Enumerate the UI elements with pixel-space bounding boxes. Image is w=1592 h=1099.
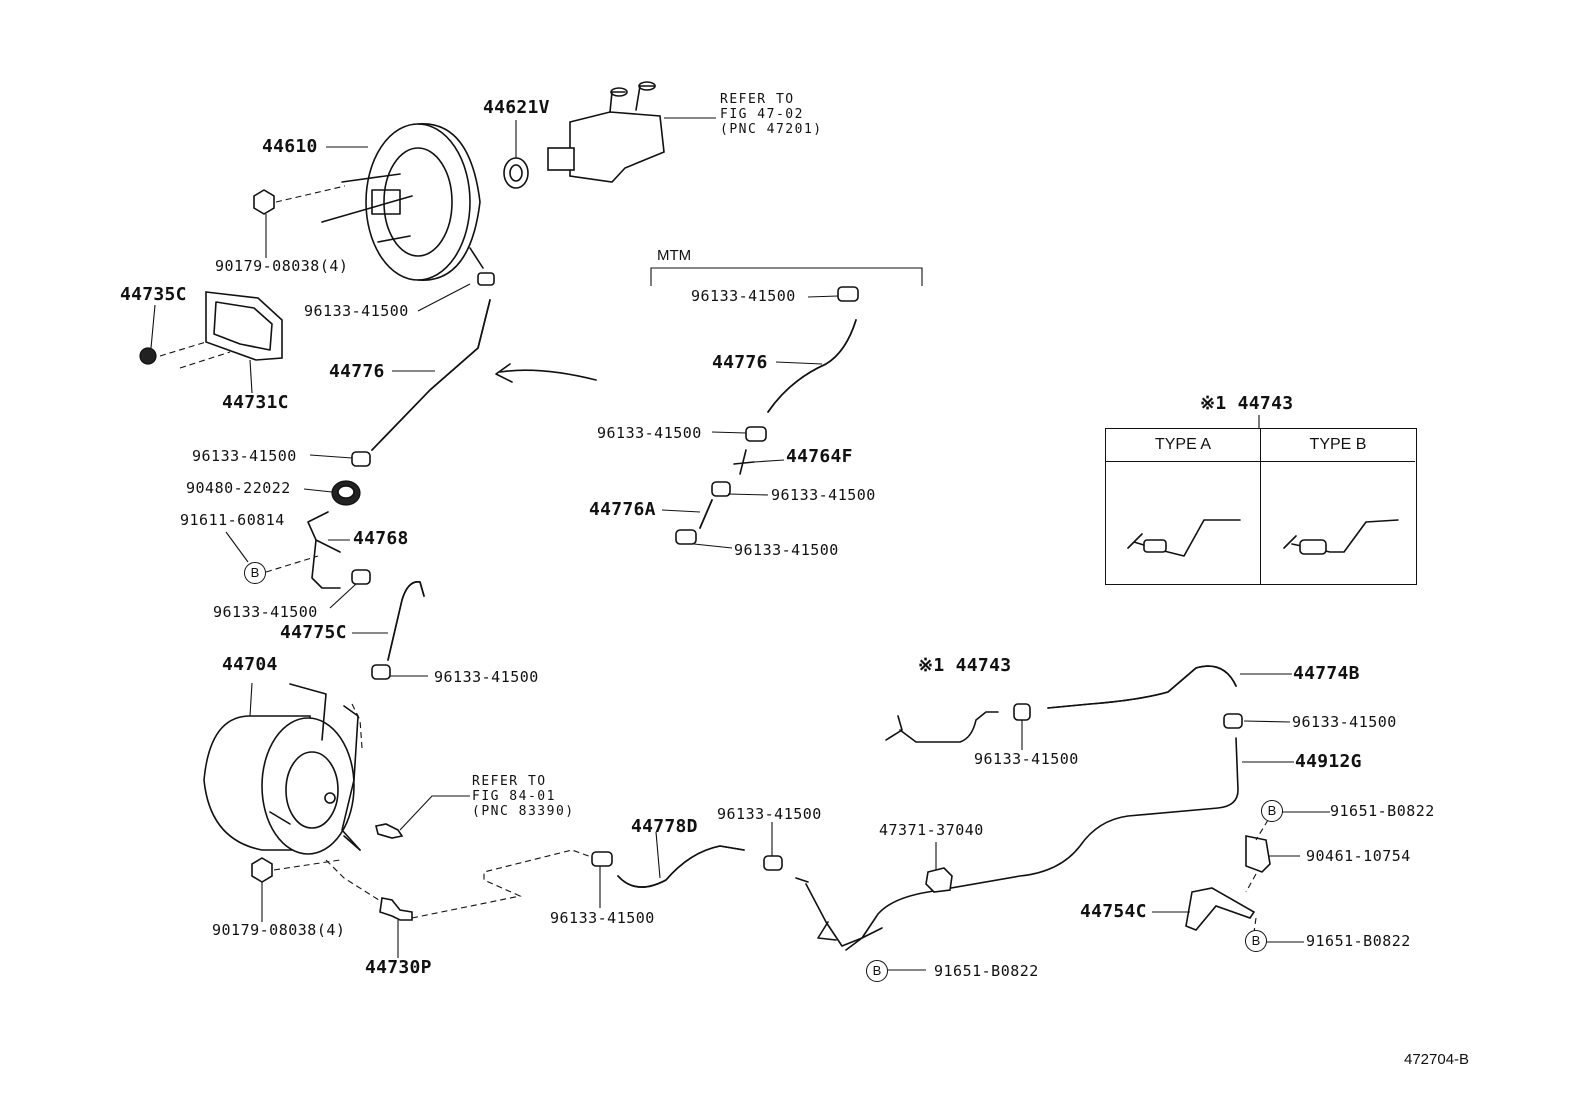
label-96133-mtm-top[interactable]: 96133-41500 xyxy=(691,287,796,305)
label-44610[interactable]: 44610 xyxy=(262,136,318,157)
label-96133-c[interactable]: 96133-41500 xyxy=(213,603,318,621)
label-90179-bottom[interactable]: 90179-08038(4) xyxy=(212,921,346,939)
nut-icon xyxy=(253,189,275,215)
label-44768[interactable]: 44768 xyxy=(353,528,409,549)
label-47371[interactable]: 47371-37040 xyxy=(879,821,984,839)
label-44704[interactable]: 44704 xyxy=(222,654,278,675)
type-a-column: TYPE A xyxy=(1106,429,1261,584)
label-96133-a[interactable]: 96133-41500 xyxy=(304,302,409,320)
pipe-44912g xyxy=(805,737,1239,947)
type-b-column: TYPE B xyxy=(1261,429,1415,584)
label-91651-a[interactable]: 91651-B0822 xyxy=(934,962,1039,980)
label-96133-e[interactable]: 96133-41500 xyxy=(717,805,822,823)
type-a-pipe xyxy=(1127,519,1241,557)
label-44778d[interactable]: 44778D xyxy=(631,816,698,837)
label-96133-d[interactable]: 96133-41500 xyxy=(434,668,539,686)
switch-44730p xyxy=(379,897,413,921)
mtm-label: MTM xyxy=(657,247,692,264)
type-table: TYPE A TYPE B xyxy=(1105,428,1417,585)
label-44764f[interactable]: 44764F xyxy=(786,446,853,467)
badge-b: B xyxy=(866,960,888,982)
nut-44735c-icon xyxy=(139,347,157,365)
label-90179-top[interactable]: 90179-08038(4) xyxy=(215,257,349,275)
bracket-44731c xyxy=(205,291,283,361)
badge-b: B xyxy=(244,562,266,584)
label-90480[interactable]: 90480-22022 xyxy=(186,479,291,497)
label-44731c[interactable]: 44731C xyxy=(222,392,289,413)
label-96133-mtm-mid[interactable]: 96133-41500 xyxy=(597,424,702,442)
label-91611[interactable]: 91611-60814 xyxy=(180,511,285,529)
label-96133-mtm-right[interactable]: 96133-41500 xyxy=(771,486,876,504)
label-44735c[interactable]: 44735C xyxy=(120,284,187,305)
label-44912g[interactable]: 44912G xyxy=(1295,751,1362,772)
label-96133-b[interactable]: 96133-41500 xyxy=(192,447,297,465)
label-44621v[interactable]: 44621V xyxy=(483,97,550,118)
label-44776-mtm[interactable]: 44776 xyxy=(712,352,768,373)
clip-90461 xyxy=(1245,835,1271,873)
type-b-pipe xyxy=(1283,519,1399,555)
clip-44768 xyxy=(307,511,341,589)
badge-b: B xyxy=(1261,800,1283,822)
label-96133-h[interactable]: 96133-41500 xyxy=(1292,713,1397,731)
label-96133-mtm-bottom[interactable]: 96133-41500 xyxy=(734,541,839,559)
label-91651-c[interactable]: 91651-B0822 xyxy=(1306,932,1411,950)
nut-icon xyxy=(251,857,273,883)
label-44730p[interactable]: 44730P xyxy=(365,957,432,978)
mtm-bracket xyxy=(650,267,923,286)
label-96133-g[interactable]: 96133-41500 xyxy=(974,750,1079,768)
label-44774b[interactable]: 44774B xyxy=(1293,663,1360,684)
bracket-44754c xyxy=(1185,887,1256,931)
pipe-44743 xyxy=(885,711,999,743)
label-44776-a[interactable]: 44776 xyxy=(329,361,385,382)
master-cylinder xyxy=(547,81,665,183)
label-44743[interactable]: ※1 44743 xyxy=(918,655,1012,676)
label-90461[interactable]: 90461-10754 xyxy=(1306,847,1411,865)
badge-b: B xyxy=(1245,930,1267,952)
type-b-header: TYPE B xyxy=(1261,429,1415,462)
vacuum-tank-44704 xyxy=(203,683,361,855)
label-44754c[interactable]: 44754C xyxy=(1080,901,1147,922)
label-91651-b[interactable]: 91651-B0822 xyxy=(1330,802,1435,820)
label-44776a[interactable]: 44776A xyxy=(589,499,656,520)
figure-code: 472704-B xyxy=(1404,1051,1470,1068)
type-table-title[interactable]: ※1 44743 xyxy=(1200,393,1294,414)
arrow-icon xyxy=(495,363,597,383)
label-96133-f[interactable]: 96133-41500 xyxy=(550,909,655,927)
type-a-header: TYPE A xyxy=(1106,429,1260,462)
brake-booster-44610 xyxy=(321,123,484,281)
label-44775c[interactable]: 44775C xyxy=(280,622,347,643)
